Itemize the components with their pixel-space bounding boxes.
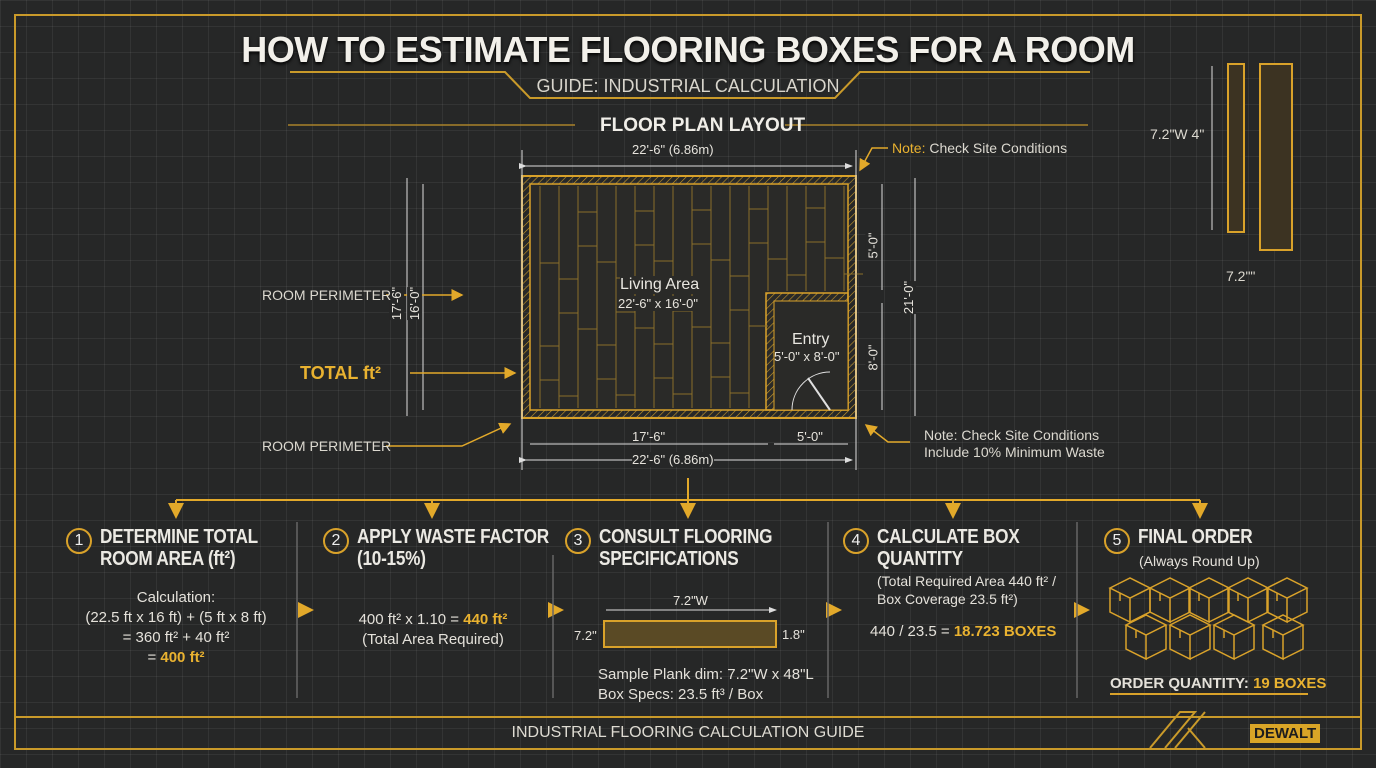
step-number-badge: 3 — [565, 528, 591, 554]
page-title: HOW TO ESTIMATE FLOORING BOXES FOR A ROO… — [241, 29, 1135, 70]
floor-plan-heading: FLOOR PLAN LAYOUT — [600, 115, 806, 136]
left-outer-dimension: 17'-6" — [389, 286, 405, 321]
box-icon — [1187, 577, 1231, 624]
footer-chevron-mark — [1149, 711, 1206, 749]
plank-detail-narrow — [1227, 63, 1245, 233]
plank-height-label: 7.2"W 4" — [1150, 126, 1205, 142]
step-body: 400 ft² x 1.10 = 440 ft² (Total Area Req… — [358, 611, 508, 648]
plank-width-label: 7.2"" — [1226, 268, 1256, 284]
room-perimeter-label: ROOM PERIMETER — [262, 438, 392, 454]
box-icon — [1265, 577, 1309, 624]
entry-label: Entry — [792, 331, 830, 348]
page-subtitle: GUIDE: INDUSTRIAL CALCULATION — [536, 76, 840, 96]
step-body: 440 / 23.5 = 18.723 BOXES — [870, 623, 1057, 640]
step-heading: FINAL ORDER — [1138, 526, 1253, 548]
right-upper-dimension: 5'-0" — [865, 232, 881, 259]
bottom-dimension: 22'-6" (6.86m) — [632, 452, 714, 467]
living-area-size: 22'-6" x 16'-0" — [618, 296, 698, 311]
bottom-right-dimension: 5'-0" — [797, 429, 823, 444]
living-area-label: Living Area — [620, 276, 700, 294]
box-icon — [1261, 614, 1305, 661]
room-perimeter-label: ROOM PERIMETER — [262, 287, 392, 303]
flow-connectors — [168, 478, 1208, 618]
step-heading: APPLY WASTE FACTOR(10-15%) — [357, 526, 549, 570]
box-icon — [1124, 614, 1168, 661]
bottom-left-dimension: 17'-6" — [632, 429, 666, 444]
brand-logo: DEWALT — [1250, 724, 1321, 743]
step-number-badge: 1 — [66, 528, 92, 554]
plank-height-label: 7.2" — [574, 628, 597, 643]
site-note-top: Note: Check Site Conditions — [892, 140, 1068, 156]
box-icon — [1148, 577, 1192, 624]
step-subtitle: (Always Round Up) — [1139, 553, 1260, 569]
step-body: Calculation:(22.5 ft x 16 ft) + (5 ft x … — [85, 589, 267, 666]
plank-detail-wide — [1259, 63, 1293, 251]
subtitle-bracket — [290, 71, 1090, 99]
footer-text: INDUSTRIAL FLOORING CALCULATION GUIDE — [511, 724, 865, 741]
box-icon — [1212, 614, 1256, 661]
left-inner-dimension: 16'-0" — [407, 286, 423, 321]
sample-plank — [603, 620, 777, 648]
plank-width-label: 7.2"W — [673, 593, 708, 608]
box-icon — [1168, 614, 1212, 661]
step-subtitle: (Total Required Area 440 ft² /Box Covera… — [877, 573, 1056, 607]
door-swing — [791, 371, 831, 411]
boxes-illustration — [1108, 577, 1309, 661]
step-number-badge: 2 — [323, 528, 349, 554]
total-area-label: TOTAL ft² — [300, 363, 381, 383]
order-quantity: ORDER QUANTITY: 19 BOXES — [1110, 675, 1327, 692]
entry-size: 5'-0" x 8'-0" — [774, 349, 840, 364]
step-number-badge: 5 — [1104, 528, 1130, 554]
floor-planks — [539, 186, 863, 408]
footer-divider — [16, 716, 1360, 718]
outer-frame — [14, 14, 1362, 750]
right-outer-dimension: 21'-0" — [901, 280, 917, 315]
right-lower-dimension: 8'-0" — [865, 344, 881, 371]
top-dimension: 22'-6" (6.86m) — [632, 142, 714, 157]
step-number-badge: 4 — [843, 528, 869, 554]
plank-thickness-label: 1.8" — [782, 627, 805, 642]
